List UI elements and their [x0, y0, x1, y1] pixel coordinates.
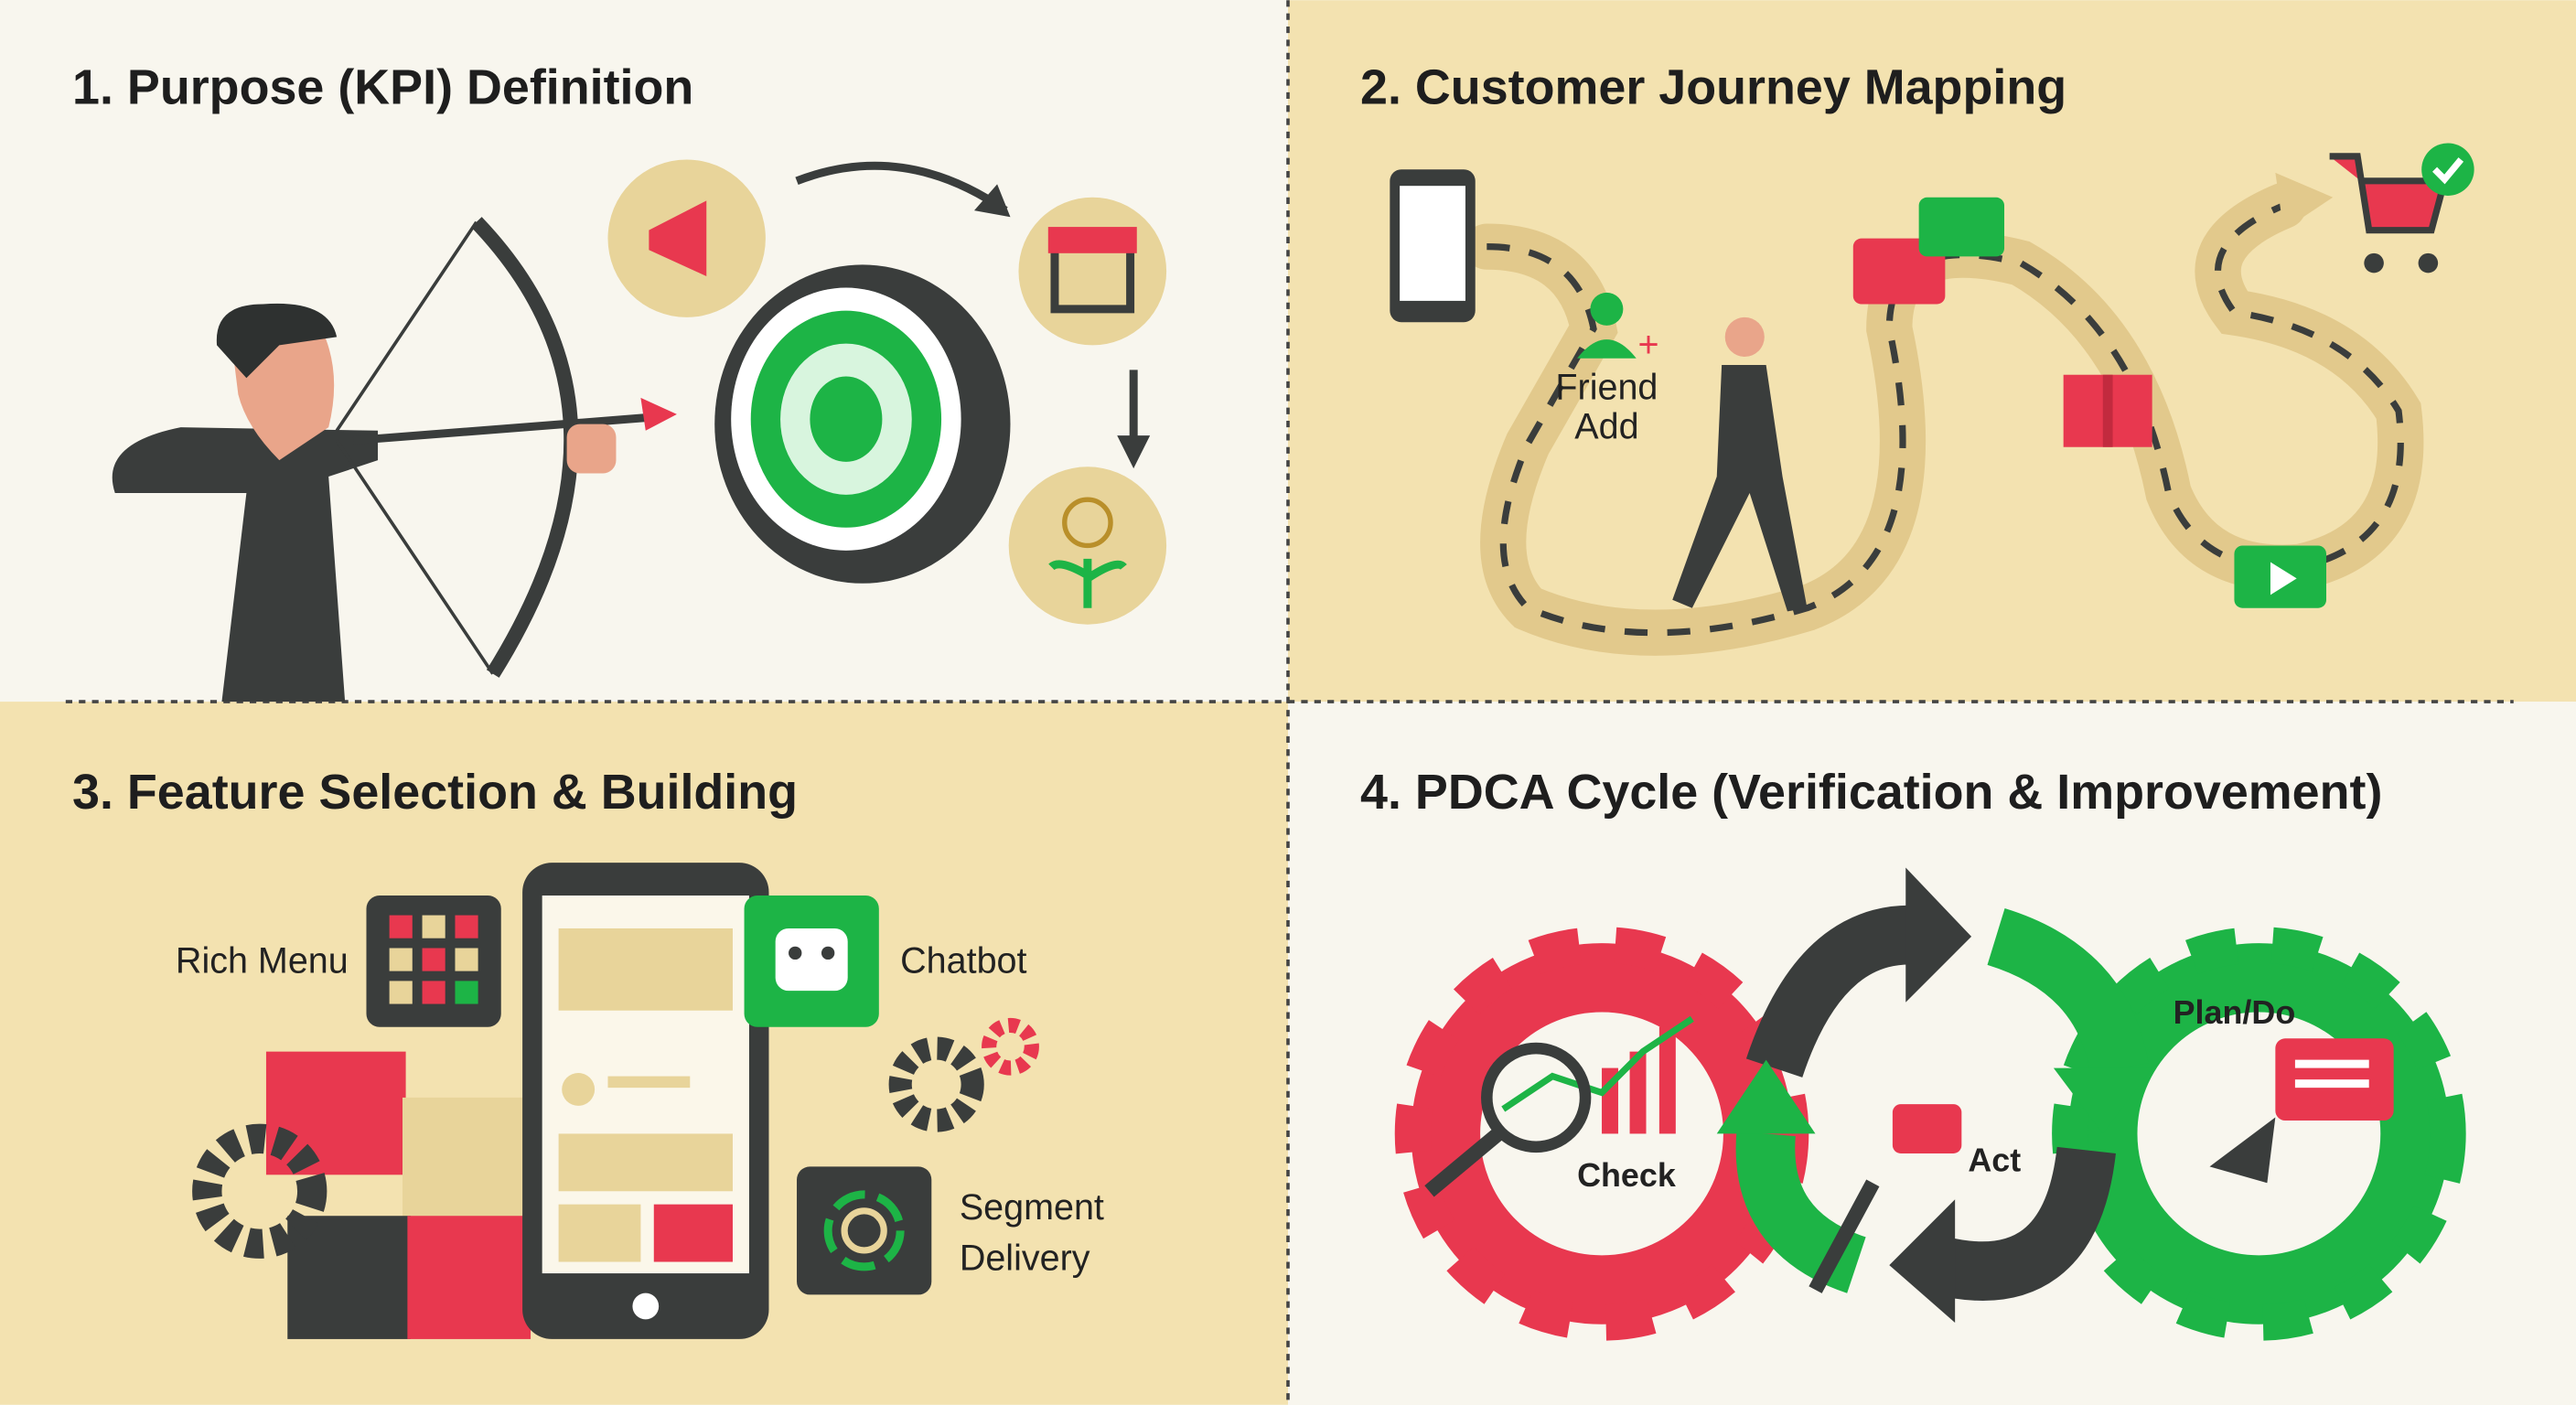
panel-feature-selection: 3. Feature Selection & Building — [72, 765, 1104, 1339]
target-icon — [714, 264, 1011, 584]
smartphone-icon — [522, 863, 769, 1339]
panel-4-title: 4. PDCA Cycle (Verification & Improvemen… — [1360, 765, 2382, 820]
panel-2-title: 2. Customer Journey Mapping — [1360, 59, 2066, 114]
plan-do-gear-icon — [2068, 943, 2450, 1325]
segment-delivery-label-line1: Segment — [960, 1187, 1104, 1228]
act-label: Act — [1968, 1142, 2021, 1179]
panel-customer-journey: 2. Customer Journey Mapping + Friend Add — [1360, 59, 2474, 656]
magnifier-chart-icon — [1424, 1015, 1694, 1197]
cycle-arrow-icon — [1931, 1146, 2116, 1301]
panel-pdca-cycle: 4. PDCA Cycle (Verification & Improvemen… — [1360, 765, 2466, 1341]
rich-menu-icon — [366, 896, 501, 1027]
check-label: Check — [1577, 1156, 1676, 1194]
cycle-arrow-icon — [1745, 905, 1936, 1078]
gear-icon — [192, 1123, 327, 1259]
gear-icon — [888, 1036, 984, 1132]
cycle-arrow-icon — [1986, 908, 2149, 1074]
panel-1-title: 1. Purpose (KPI) Definition — [72, 59, 693, 114]
store-icon — [1018, 197, 1167, 346]
friend-add-label-line2: Add — [1574, 407, 1638, 447]
friend-add-label-line1: Friend — [1555, 368, 1658, 408]
panel-purpose-kpi: 1. Purpose (KPI) Definition — [72, 59, 1167, 702]
chatbot-label: Chatbot — [900, 940, 1026, 981]
archer-icon — [112, 217, 677, 702]
rich-menu-label: Rich Menu — [176, 940, 349, 981]
friend-add-icon — [1590, 292, 1624, 326]
segment-delivery-icon — [797, 1166, 932, 1295]
chatbot-icon — [744, 896, 879, 1027]
cart-icon — [2329, 143, 2474, 273]
chat-bubble-icon — [1892, 1104, 1962, 1153]
wrench-icon — [1809, 1179, 1880, 1293]
segment-delivery-label-line2: Delivery — [960, 1238, 1090, 1278]
gear-icon — [982, 1017, 1039, 1076]
panel-3-title: 3. Feature Selection & Building — [72, 765, 798, 820]
walking-person-icon — [1672, 316, 1808, 612]
arrow-icon — [795, 161, 1008, 214]
chat-bubble-icon — [1918, 197, 2005, 257]
puzzle-icon — [265, 1051, 534, 1339]
plan-do-label: Plan/Do — [2174, 993, 2296, 1031]
svg-text:+: + — [1638, 325, 1659, 365]
cursor-arrow-icon — [2209, 1117, 2276, 1184]
